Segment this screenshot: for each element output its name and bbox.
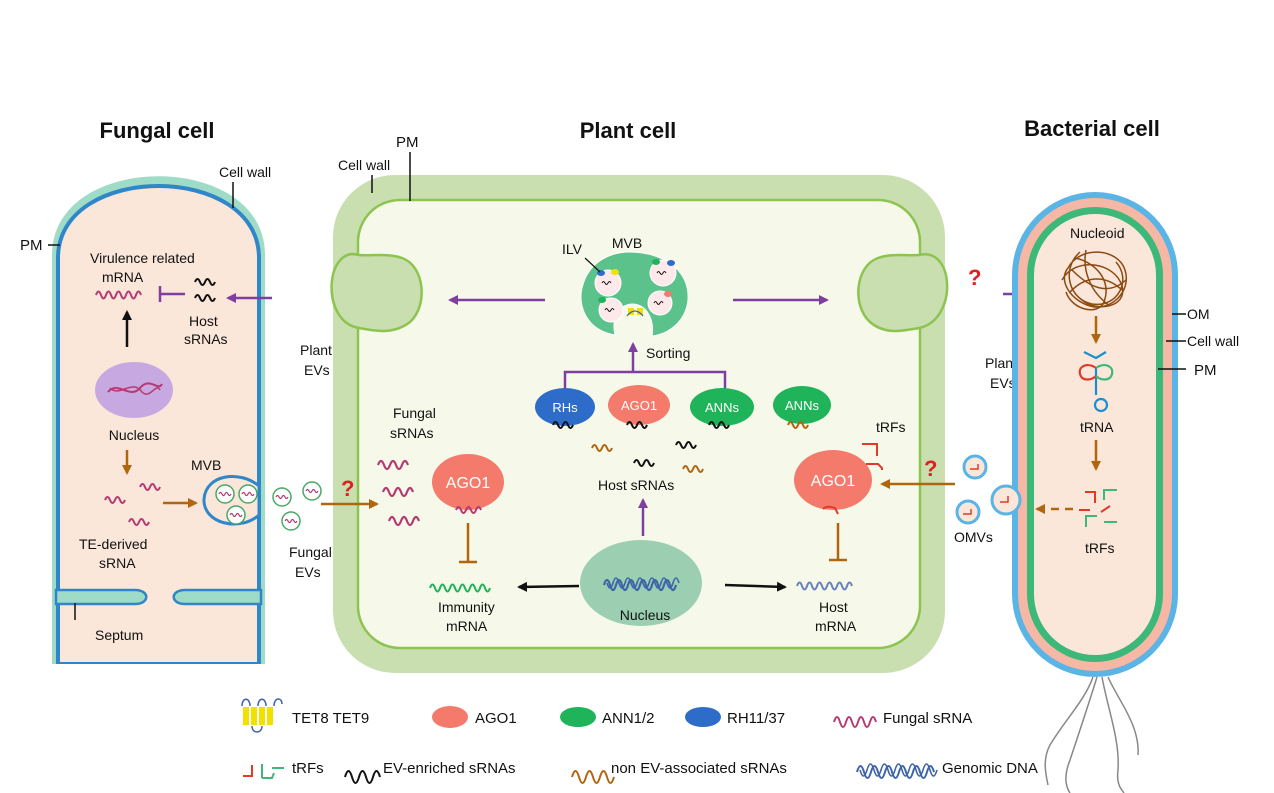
- fungal-nucleus-label: Nucleus: [109, 427, 160, 443]
- fungal-host-srnas-label-2: sRNAs: [184, 331, 228, 347]
- legend-non-ev-srnas-label: non EV-associated sRNAs: [611, 760, 787, 777]
- legend-ev-srnas-icon: [344, 770, 381, 784]
- legend-genomic-dna-icon: [856, 763, 938, 779]
- trna-label: tRNA: [1080, 419, 1114, 435]
- fungal-cell-title: Fungal cell: [100, 118, 215, 143]
- legend-trfs-label: tRFs: [292, 760, 324, 777]
- legend-trfs-icon: [243, 764, 284, 779]
- fungal-srnas-label-1: Fungal: [393, 405, 436, 421]
- bacterial-cell: [1012, 192, 1178, 677]
- plant-trfs-label: tRFs: [876, 419, 906, 435]
- question-mark-fungal: ?: [341, 476, 354, 501]
- immunity-mrna-label-1: Immunity: [438, 599, 495, 615]
- legend-tet-label: TET8 TET9: [292, 710, 369, 727]
- legend-rh-label: RH11/37: [727, 710, 785, 727]
- virulence-mrna-wave: [95, 290, 142, 300]
- question-mark-bacterial-top: ?: [968, 265, 981, 290]
- fungal-evs-label-2: EVs: [295, 564, 321, 580]
- septum-label: Septum: [95, 627, 143, 643]
- ilv-label: ILV: [562, 241, 583, 257]
- legend-ann-icon: [560, 707, 596, 727]
- ago1-right-label: AGO1: [811, 473, 856, 490]
- rhs-label: RHs: [552, 400, 578, 415]
- te-derived-srna-label-2: sRNA: [99, 555, 136, 571]
- fungal-host-srnas-label-1: Host: [189, 313, 218, 329]
- plant-cell-wall-label: Cell wall: [338, 157, 390, 173]
- trna-icon: [1078, 351, 1114, 413]
- plant-evs-left-label-2: EVs: [304, 362, 330, 378]
- virulence-mrna-label-1: Virulence related: [90, 250, 195, 266]
- legend: TET8 TET9 AGO1 ANN1/2 RH11/37 Fungal sRN…: [241, 698, 1038, 784]
- bacterial-trfs-label: tRFs: [1085, 540, 1115, 556]
- plant-evs-right-label-2: EVs: [990, 375, 1016, 391]
- ago1-small-label: AGO1: [621, 398, 657, 413]
- legend-fungal-srna-icon: [833, 716, 877, 728]
- fungal-evs: [272, 481, 322, 531]
- omvs-label: OMVs: [954, 529, 993, 545]
- plant-pm-bud-right: [857, 253, 949, 333]
- fungal-nucleus: [95, 362, 173, 418]
- om-label: OM: [1187, 306, 1210, 322]
- legend-genomic-dna-label: Genomic DNA: [942, 760, 1038, 777]
- ago1-small-protein: [608, 385, 670, 425]
- bacterial-cell-title: Bacterial cell: [1024, 116, 1160, 141]
- host-mrna-label-1: Host: [819, 599, 848, 615]
- sorting-label: Sorting: [646, 345, 690, 361]
- plant-cell-title: Plant cell: [580, 118, 677, 143]
- legend-fungal-srna-label: Fungal sRNA: [883, 710, 972, 727]
- ago1-right-protein: [794, 450, 872, 510]
- plant-mvb-label: MVB: [612, 235, 642, 251]
- anns-label-2: ANNs: [785, 398, 819, 413]
- fungal-mvb-label: MVB: [191, 457, 221, 473]
- immunity-mrna-label-2: mRNA: [446, 618, 488, 634]
- omvs: [955, 454, 1022, 525]
- legend-tet-icon: [241, 698, 283, 733]
- legend-ev-srnas-label: EV-enriched sRNAs: [383, 760, 516, 777]
- legend-non-ev-srnas-icon: [571, 770, 615, 784]
- nucleoid: [1061, 249, 1128, 311]
- bacterial-pm-label: PM: [1194, 362, 1217, 379]
- virulence-mrna-label-2: mRNA: [102, 269, 144, 285]
- anns-protein-non-ev: [773, 386, 831, 424]
- ago1-left-label: AGO1: [446, 475, 491, 492]
- plant-nucleus-label: Nucleus: [620, 607, 671, 623]
- host-mrna-label-2: mRNA: [815, 618, 857, 634]
- legend-ago1-label: AGO1: [475, 710, 517, 727]
- plant-pm-bud-left: [330, 252, 423, 333]
- fungal-pm-label: PM: [20, 237, 43, 254]
- bacterial-cell-wall-label: Cell wall: [1187, 333, 1239, 349]
- ago1-left-protein: [432, 454, 504, 510]
- fungal-srnas-label-2: sRNAs: [390, 425, 434, 441]
- nucleoid-label: Nucleoid: [1070, 225, 1124, 241]
- te-derived-srna-label-1: TE-derived: [79, 536, 147, 552]
- question-mark-bacterial-bottom: ?: [924, 456, 937, 481]
- fungal-mvb-vesicles: [215, 484, 258, 525]
- fungal-cell-wall-label: Cell wall: [219, 164, 271, 180]
- fungal-evs-label-1: Fungal: [289, 544, 332, 560]
- plant-evs-left-label-1: Plant: [300, 342, 332, 358]
- legend-ago1-icon: [432, 706, 468, 728]
- plant-evs-right-label-1: Plant: [985, 355, 1017, 371]
- host-srnas-label: Host sRNAs: [598, 477, 674, 493]
- rhs-protein: [535, 388, 595, 426]
- anns-protein-ev: [690, 388, 754, 426]
- plant-pm-label: PM: [396, 134, 419, 151]
- anns-label-1: ANNs: [705, 400, 739, 415]
- legend-rh-icon: [685, 707, 721, 727]
- legend-ann-label: ANN1/2: [602, 710, 655, 727]
